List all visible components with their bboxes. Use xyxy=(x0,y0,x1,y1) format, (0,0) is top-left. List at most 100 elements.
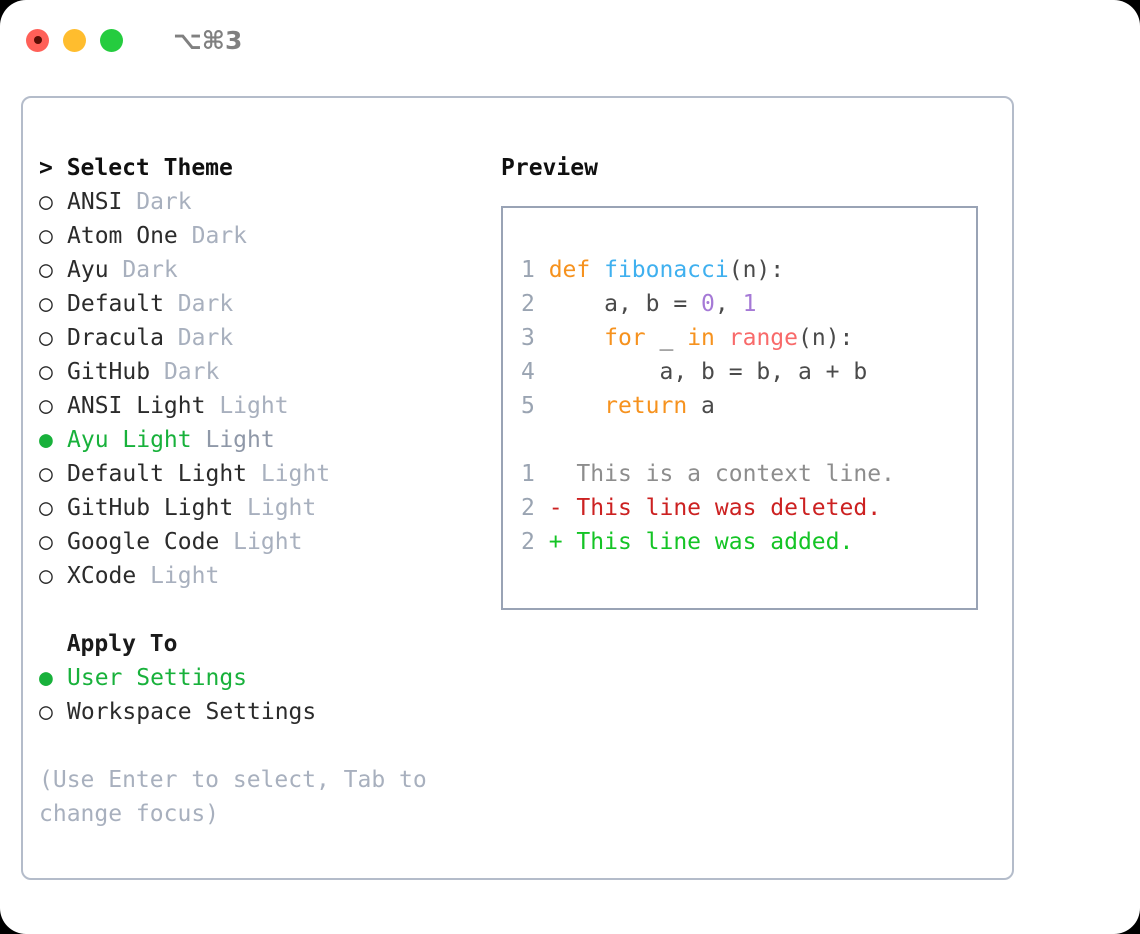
code-line: 3 for _ in range(n): xyxy=(521,321,895,355)
keyboard-hint-text: (Use Enter to select, Tab to change focu… xyxy=(39,767,427,827)
code-line-number: 1 xyxy=(521,257,549,283)
code-line-number: 2 xyxy=(521,291,549,317)
code-token: range xyxy=(728,325,798,351)
theme-option-7[interactable]: ● Ayu Light Light xyxy=(39,423,479,457)
radio-unselected-icon: ○ xyxy=(39,189,53,215)
keyboard-shortcut-label: ⌥⌘3 xyxy=(173,25,243,55)
option-variant-badge: Light xyxy=(233,495,317,521)
radio-unselected-icon: ○ xyxy=(39,699,53,725)
code-diff-separator xyxy=(521,423,895,457)
theme-option-0[interactable]: ○ ANSI Dark xyxy=(39,185,479,219)
option-variant-badge: Light xyxy=(219,529,303,555)
radio-selected-icon: ● xyxy=(39,427,53,453)
theme-option-5[interactable]: ○GitHub Dark xyxy=(39,355,479,389)
option-label: User Settings xyxy=(67,665,248,691)
minimize-button-icon[interactable] xyxy=(63,28,86,52)
title-bar: ⌥⌘3 xyxy=(0,0,1140,80)
theme-option-10[interactable]: ○Google Code Light xyxy=(39,525,479,559)
option-label: Ayu xyxy=(67,257,109,283)
apply-to-option-1[interactable]: ○ Workspace Settings xyxy=(39,695,479,729)
theme-option-4[interactable]: ○ Dracula Dark xyxy=(39,321,479,355)
option-variant-badge: Light xyxy=(136,563,220,589)
radio-unselected-icon: ○ xyxy=(39,495,53,521)
theme-list-column: > Select Theme ○ANSI Dark○Atom One Dark○… xyxy=(39,151,479,831)
option-label: XCode xyxy=(67,563,137,589)
theme-option-1[interactable]: ○ Atom One Dark xyxy=(39,219,479,253)
radio-unselected-icon: ○ xyxy=(39,325,53,351)
diff-line-del: 2 - This line was deleted. xyxy=(521,491,895,525)
close-button-icon[interactable] xyxy=(26,28,49,52)
option-variant-badge: Light xyxy=(205,393,289,419)
code-line-number: 3 xyxy=(521,325,549,351)
option-variant-badge: Dark xyxy=(122,189,192,215)
option-variant-badge: Dark xyxy=(108,257,178,283)
option-variant-badge: Dark xyxy=(177,223,248,249)
code-token: fibonacci xyxy=(604,257,729,283)
preview-column: Preview 1 def fibonacci(n):2 a, b = 0, 1… xyxy=(501,151,1001,610)
diff-line-number: 1 xyxy=(521,461,549,487)
diff-line-text: This is a context line. xyxy=(548,461,895,487)
diff-line-number: 2 xyxy=(521,529,549,555)
apply-to-option-0[interactable]: ● User Settings xyxy=(39,661,479,695)
code-token: , xyxy=(714,291,743,317)
apply-to-option-list[interactable]: ● User Settings ○ Workspace Settings xyxy=(39,661,479,729)
option-label: ANSI Light xyxy=(67,393,206,419)
option-label: Dracula xyxy=(67,325,164,351)
option-label: Default Light xyxy=(67,461,248,487)
option-variant-badge: Light xyxy=(191,427,275,453)
theme-option-list[interactable]: ○ ANSI Dark ○ Atom One Dark ○ Ayu Dark ○ Defaul… xyxy=(39,185,479,593)
apply-to-section: Apply To ● User Settings ○ Workspace Settin… xyxy=(39,627,479,729)
theme-option-11[interactable]: ○ XCode Light xyxy=(39,559,479,593)
code-token: def xyxy=(548,257,605,283)
theme-option-3[interactable]: ○ Default Dark xyxy=(39,287,479,321)
option-label: Atom One xyxy=(67,223,178,249)
code-token xyxy=(549,325,604,351)
diff-line-text: + This line was added. xyxy=(548,529,854,555)
theme-option-8[interactable]: ○ Default Light Light xyxy=(39,457,479,491)
code-line-number: 5 xyxy=(521,393,549,419)
code-token: a xyxy=(687,393,715,419)
theme-selector-panel: > Select Theme ○ANSI Dark○Atom One Dark○… xyxy=(21,96,1014,880)
select-theme-header: > Select Theme xyxy=(39,155,233,181)
diff-line-text: - This line was deleted. xyxy=(548,495,882,521)
diff-line-context: 1 This is a context line. xyxy=(521,457,895,491)
code-token xyxy=(715,325,729,351)
radio-unselected-icon: ○ xyxy=(39,291,53,317)
theme-option-2[interactable]: ○ Ayu Dark xyxy=(39,253,479,287)
apply-to-header: Apply To xyxy=(39,631,178,657)
radio-unselected-icon: ○ xyxy=(39,257,53,283)
option-label: Ayu Light xyxy=(67,427,192,453)
option-variant-badge: Dark xyxy=(163,325,234,351)
code-line-number: 4 xyxy=(521,359,549,385)
code-token: a, b = b, a + b xyxy=(548,359,868,385)
radio-unselected-icon: ○ xyxy=(39,461,53,487)
code-token: 0 xyxy=(701,291,715,317)
radio-unselected-icon: ○ xyxy=(39,223,53,249)
diff-line-add: 2 + This line was added. xyxy=(521,525,895,559)
theme-option-6[interactable]: ○ANSI Light Light xyxy=(39,389,479,423)
radio-unselected-icon: ○ xyxy=(39,359,53,385)
option-label: GitHub xyxy=(67,359,151,385)
option-variant-badge: Light xyxy=(247,461,331,487)
radio-unselected-icon: ○ xyxy=(39,529,53,555)
code-token: return xyxy=(604,393,688,419)
option-variant-badge: Dark xyxy=(163,291,234,317)
code-token xyxy=(549,393,604,419)
code-line: 4 a, b = b, a + b xyxy=(521,355,895,389)
code-token: in xyxy=(687,325,715,351)
option-label: Workspace Settings xyxy=(67,699,317,725)
theme-option-9[interactable]: ○GitHub Light Light xyxy=(39,491,479,525)
option-label: ANSI xyxy=(67,189,123,215)
radio-selected-icon: ● xyxy=(39,665,53,691)
code-line: 1 def fibonacci(n): xyxy=(521,253,895,287)
code-line: 2 a, b = 0, 1 xyxy=(521,287,895,321)
code-line: 5 return a xyxy=(521,389,895,423)
option-label: Default xyxy=(67,291,164,317)
maximize-button-icon[interactable] xyxy=(100,28,123,52)
radio-unselected-icon: ○ xyxy=(39,563,53,589)
code-token: _ xyxy=(645,325,688,351)
code-token: for xyxy=(604,325,646,351)
